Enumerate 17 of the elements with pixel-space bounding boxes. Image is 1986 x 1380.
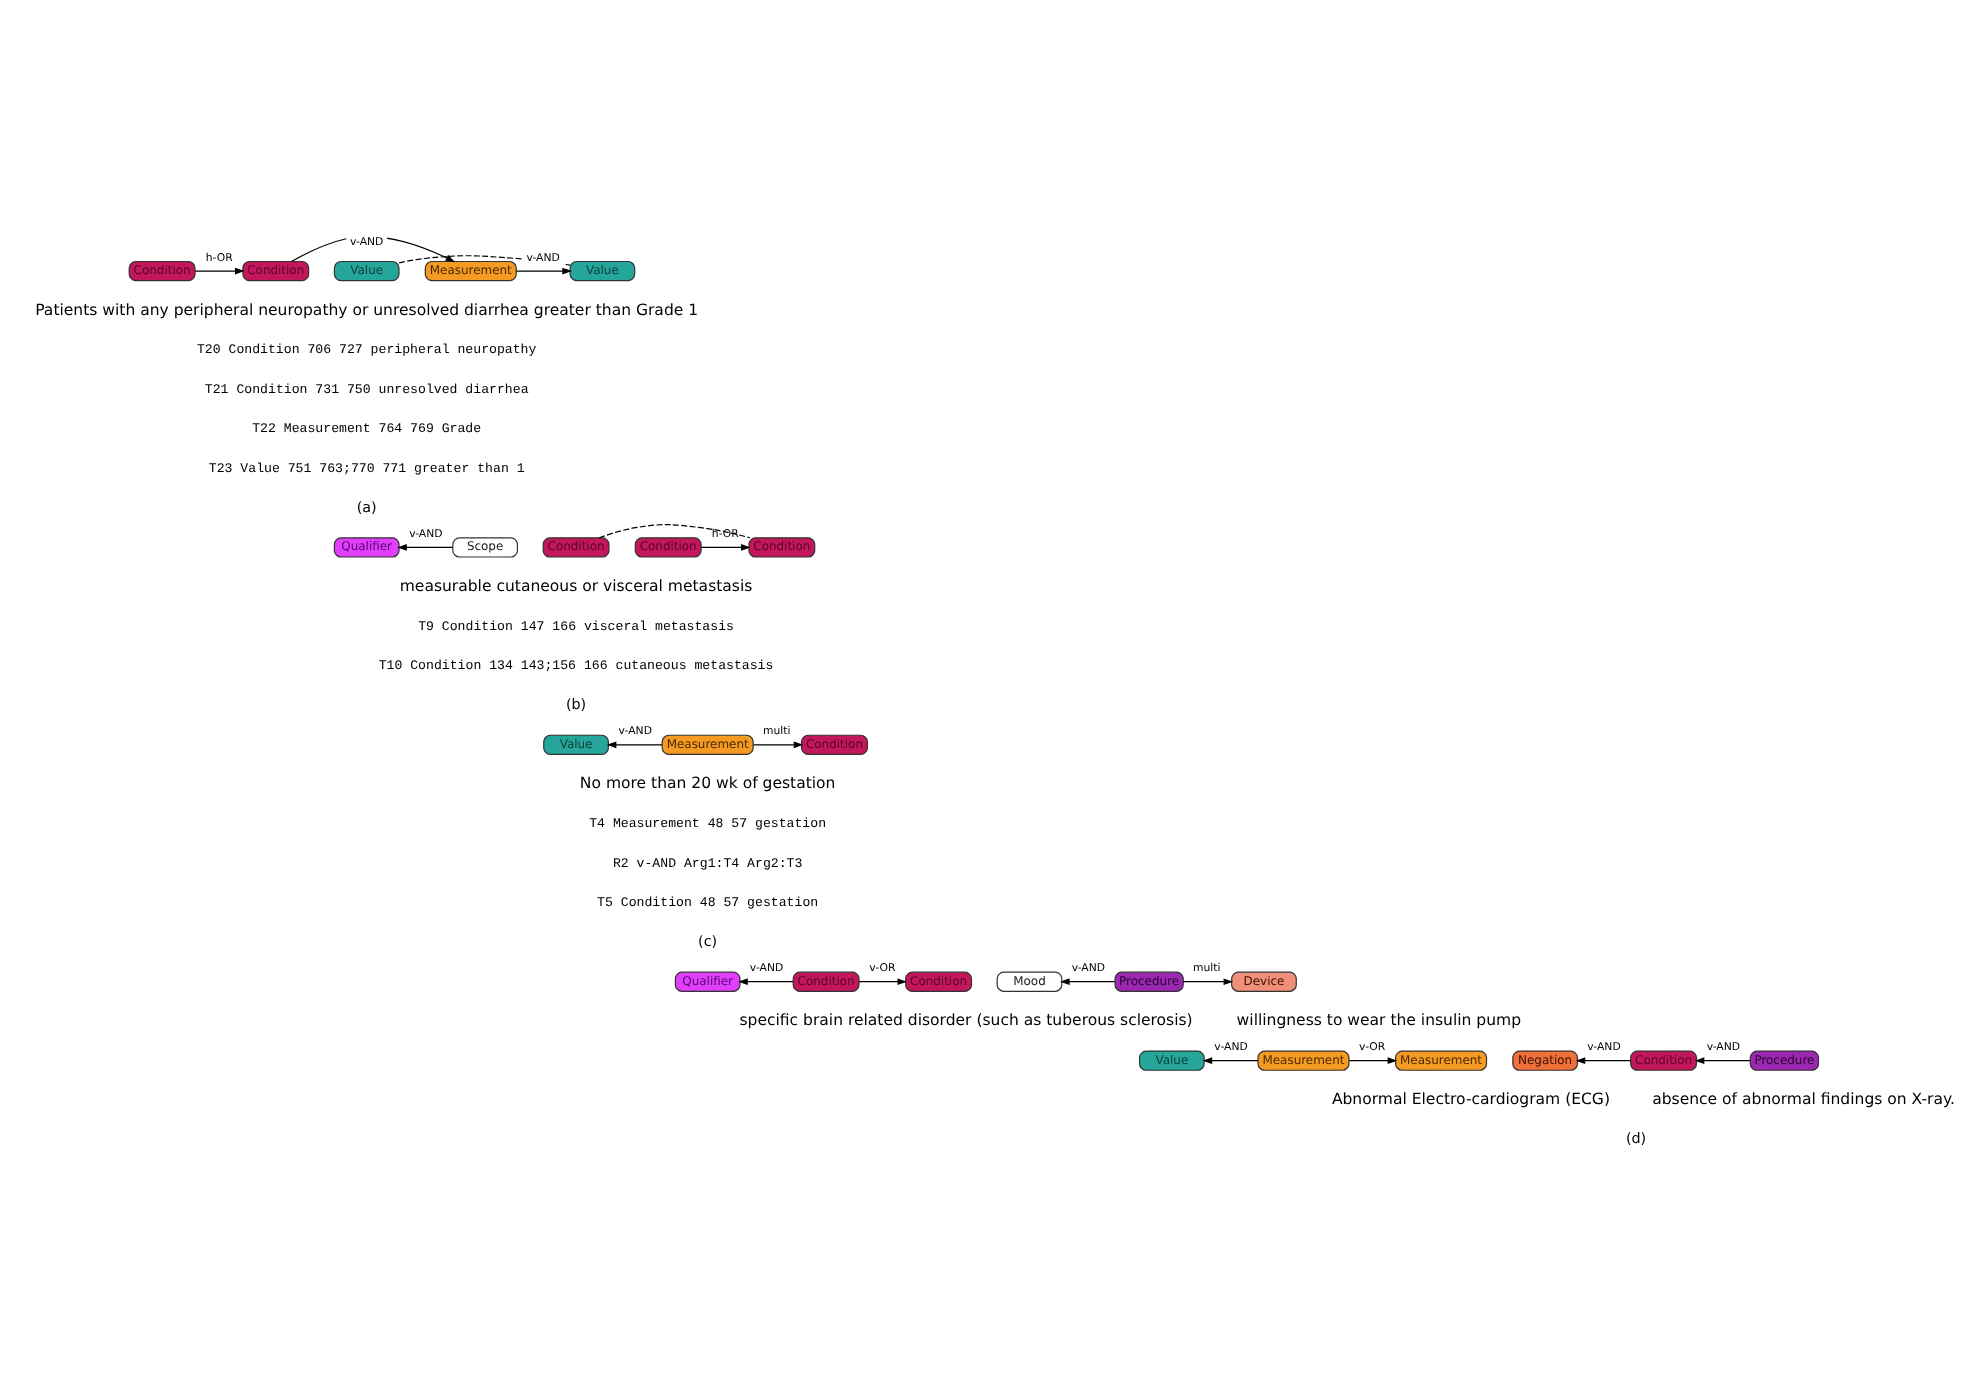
arrow <box>194 266 245 274</box>
arrow <box>606 740 663 748</box>
arrow <box>291 235 456 262</box>
arrow <box>752 740 804 748</box>
arrow <box>858 977 908 985</box>
arrow <box>397 543 454 550</box>
arrow <box>1202 1056 1259 1064</box>
arrow <box>1182 977 1234 985</box>
arrow <box>1575 1056 1631 1064</box>
arrow <box>1694 1056 1751 1064</box>
arrow <box>1060 977 1116 985</box>
arrow <box>515 266 572 274</box>
arrow <box>738 977 794 985</box>
connector <box>598 523 751 538</box>
arrow <box>700 543 751 550</box>
arrow <box>1348 1056 1398 1064</box>
connector <box>398 254 571 265</box>
